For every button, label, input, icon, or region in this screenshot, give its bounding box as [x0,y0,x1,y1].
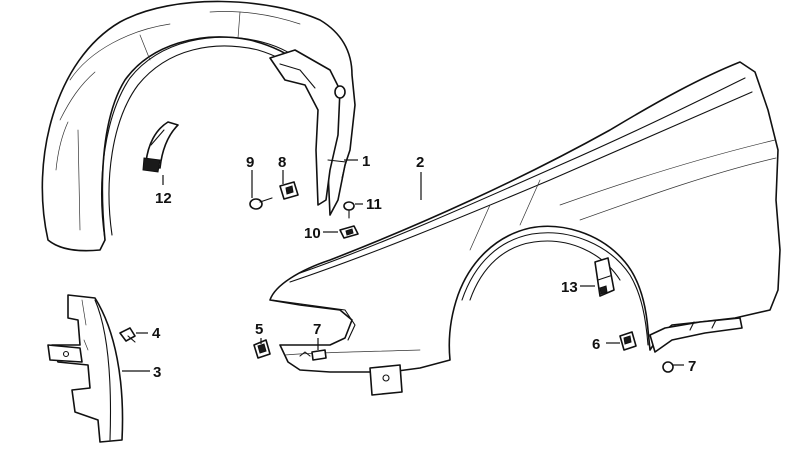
front-fender [269,61,781,396]
wheel-arch-liner [41,0,356,252]
screw-part-11 [343,201,355,219]
callout-13: 13 [561,279,578,296]
callout-7-front: 7 [313,321,321,338]
callout-11: 11 [366,196,382,213]
callout-4: 4 [152,325,161,342]
callout-2: 2 [416,154,424,171]
callout-6: 6 [592,336,600,353]
callout-8: 8 [278,154,286,171]
callout-5: 5 [255,321,263,338]
callout-12: 12 [155,190,172,207]
clip-nut-part-6 [619,331,637,351]
splash-shield-part-3 [47,294,124,443]
callout-3: 3 [153,364,161,381]
callout-labels: 1 2 3 4 5 6 7 7 8 9 10 11 12 13 [152,153,696,381]
leader-lines [122,159,684,372]
expansion-nut-part-8 [279,181,299,200]
clip-nut-part-5 [253,339,271,359]
rivet-part-4 [119,327,136,343]
callout-9: 9 [246,154,254,171]
callout-1: 1 [362,153,370,170]
screw-part-7-front [311,349,327,361]
clip-nut-part-10 [339,225,359,239]
callout-10: 10 [304,225,321,242]
screw-part-7-rear [662,361,674,373]
bracket-part-13 [594,257,615,297]
callout-7-rear: 7 [688,358,696,375]
screw-part-9 [249,197,273,210]
clip-part-12 [142,121,179,173]
